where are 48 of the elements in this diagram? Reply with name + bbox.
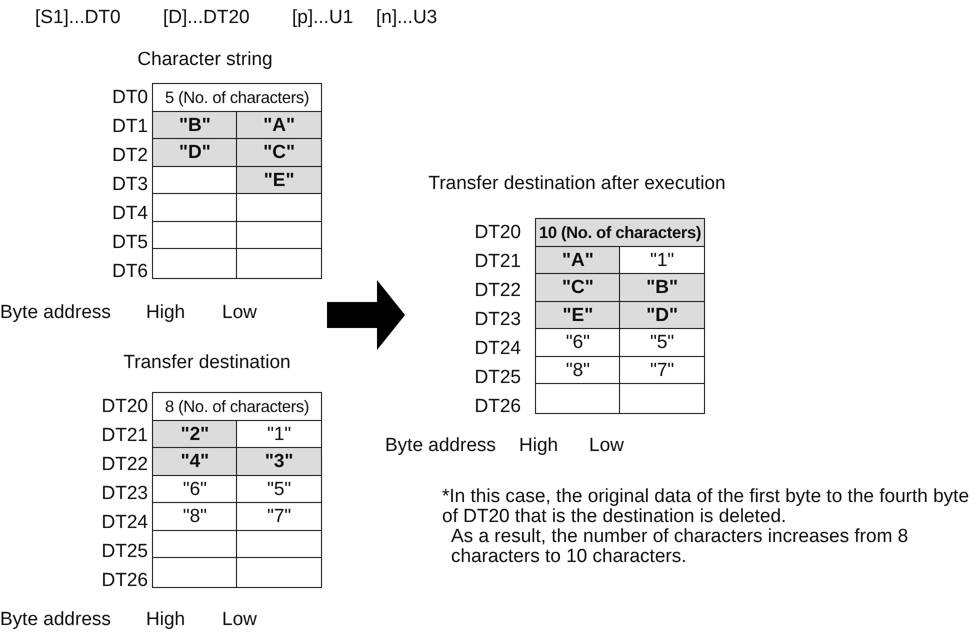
table-heading: Character string	[137, 49, 273, 71]
register-address: DT4	[111, 202, 149, 226]
register-address: DT22	[100, 453, 149, 477]
register-address: DT6	[111, 260, 149, 284]
register-address: DT20	[100, 395, 149, 419]
register-address: DT21	[100, 424, 149, 448]
register-address: DT24	[100, 511, 149, 535]
data-cell: "5"	[619, 328, 705, 358]
text-label: Low	[222, 610, 257, 630]
footnote: As a result, the number of characters increases from 8 characters to 10 characters.	[451, 527, 910, 567]
text-label: [D]...DT20	[163, 8, 250, 28]
text-label: Byte address	[0, 303, 111, 323]
text-label: High	[146, 303, 186, 323]
register-address: DT23	[474, 308, 522, 332]
register-address: DT22	[474, 279, 522, 303]
data-cell: "C"	[236, 138, 322, 168]
register-address: DT0	[111, 86, 149, 110]
text-label: Byte address	[385, 436, 496, 456]
register-address: DT21	[474, 250, 522, 274]
register-address: DT25	[474, 366, 522, 390]
register-address: DT3	[111, 173, 149, 197]
data-cell: 10 (No. of characters)	[535, 218, 705, 248]
data-cell: 8 (No. of characters)	[152, 392, 322, 422]
data-cell: "B"	[619, 273, 705, 304]
register-address: DT20	[474, 221, 522, 245]
register-address: DT5	[111, 231, 149, 255]
text-label: [p]...U1	[292, 8, 354, 28]
register-address: DT24	[474, 337, 522, 361]
data-cell: 5 (No. of characters)	[152, 83, 322, 114]
block-arrow	[327, 280, 405, 350]
register-address: DT26	[100, 569, 149, 593]
table-heading: Transfer destination after execution	[428, 173, 726, 195]
data-cell: "7"	[236, 502, 322, 532]
text-label: Low	[589, 436, 624, 456]
register-address: DT2	[111, 144, 149, 168]
register-address: DT1	[111, 115, 149, 139]
register-address: DT25	[100, 540, 149, 564]
text-label: Low	[222, 303, 257, 323]
table-heading: Transfer destination	[123, 352, 291, 374]
text-label: [n]...U3	[376, 8, 438, 28]
footnote: *In this case, the original data of the first byte to the fourth byte of DT20 that is the destination is deleted.	[442, 487, 970, 527]
register-address: DT23	[100, 482, 149, 506]
data-cell: "3"	[236, 447, 322, 478]
text-label: High	[519, 436, 558, 456]
text-label: High	[146, 610, 186, 630]
register-address: DT26	[474, 395, 522, 419]
text-label: [S1]...DT0	[35, 8, 121, 28]
text-label: Byte address	[0, 610, 111, 630]
